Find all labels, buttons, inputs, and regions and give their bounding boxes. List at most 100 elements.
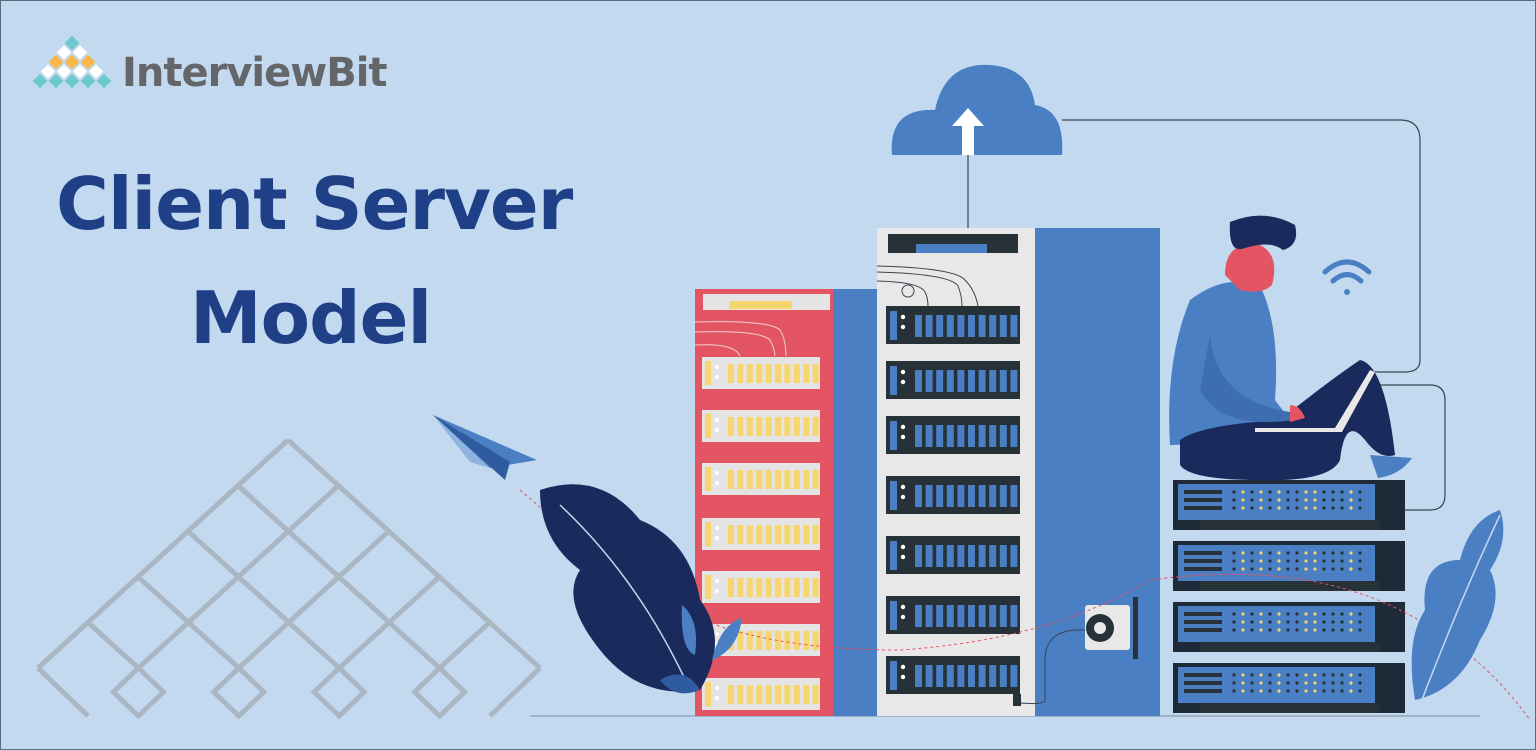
- unit-light: [705, 361, 711, 385]
- led: [1304, 551, 1308, 555]
- vent: [1184, 551, 1222, 555]
- led: [1295, 689, 1299, 693]
- stacked-server-unit: [1173, 480, 1405, 530]
- led: [1331, 612, 1335, 616]
- red-server-unit: [702, 571, 820, 603]
- led: [1295, 628, 1299, 632]
- drive-bay: [957, 315, 965, 337]
- vent: [1184, 628, 1222, 632]
- drive-bay: [812, 417, 819, 436]
- led: [1340, 612, 1344, 616]
- led: [1259, 620, 1263, 624]
- led: [1259, 567, 1263, 571]
- logo-diamond: [47, 72, 65, 90]
- unit-light: [890, 481, 897, 510]
- drive-bay: [746, 685, 753, 704]
- led: [1358, 567, 1362, 571]
- drive-bay: [999, 370, 1007, 392]
- drive-bay: [999, 315, 1007, 337]
- drive-bay: [728, 417, 734, 436]
- led: [1268, 628, 1272, 632]
- unit-light: [705, 575, 711, 599]
- drive-bay: [737, 470, 744, 489]
- drive-bay: [999, 545, 1007, 567]
- led: [1286, 628, 1290, 632]
- logo-diamond: [39, 62, 57, 81]
- drive-bay: [1010, 485, 1018, 507]
- drive-bay: [1010, 605, 1018, 627]
- led: [1250, 673, 1254, 677]
- drive-bay: [946, 665, 954, 687]
- white-server-unit: [886, 361, 1020, 399]
- led: [1349, 673, 1353, 677]
- led: [1331, 506, 1335, 510]
- led: [1313, 551, 1317, 555]
- drive-bay: [915, 545, 922, 567]
- drive-bay: [946, 545, 954, 567]
- drive-bay: [784, 417, 791, 436]
- led: [1349, 612, 1353, 616]
- unit-light: [890, 601, 897, 630]
- unit-shelf: [1200, 703, 1380, 713]
- led: [1340, 628, 1344, 632]
- led: [1340, 567, 1344, 571]
- led: [1313, 612, 1317, 616]
- led: [1313, 689, 1317, 693]
- drive-bay: [803, 685, 810, 704]
- led: [1259, 612, 1263, 616]
- led: [1268, 551, 1272, 555]
- led: [1277, 673, 1281, 677]
- led: [1259, 490, 1263, 494]
- led: [900, 604, 906, 610]
- led: [1313, 490, 1317, 494]
- led: [1250, 681, 1254, 685]
- led: [1232, 551, 1236, 555]
- led: [1232, 620, 1236, 624]
- unit-light: [705, 414, 711, 438]
- drive-bay: [803, 470, 810, 489]
- unit-shelf: [1200, 642, 1380, 652]
- drive-bay: [925, 315, 933, 337]
- drive-bay: [915, 370, 922, 392]
- drive-bay: [925, 485, 933, 507]
- led: [1277, 681, 1281, 685]
- grid-line: [36, 666, 542, 718]
- led: [1250, 628, 1254, 632]
- led: [1286, 559, 1290, 563]
- led: [1277, 490, 1281, 494]
- drive-bay: [957, 425, 965, 447]
- grid-cell: [210, 664, 268, 720]
- rack-header-light: [916, 244, 987, 253]
- drive-bay: [989, 665, 997, 687]
- drive-bay: [746, 631, 753, 650]
- drive-bay: [765, 631, 772, 650]
- drive-bay: [775, 578, 781, 597]
- drive-bay: [946, 605, 954, 627]
- led: [1295, 567, 1299, 571]
- led: [1232, 612, 1236, 616]
- led: [1340, 506, 1344, 510]
- led: [1295, 490, 1299, 494]
- white-server-unit: [886, 596, 1020, 634]
- led: [1241, 559, 1245, 563]
- drive-bay: [765, 525, 772, 544]
- led: [1268, 612, 1272, 616]
- led: [1241, 628, 1245, 632]
- unit-light: [890, 366, 897, 395]
- drive-bay: [775, 525, 781, 544]
- drive-bay: [812, 685, 819, 704]
- led: [1295, 620, 1299, 624]
- led: [1241, 506, 1245, 510]
- led: [715, 696, 719, 700]
- led: [1268, 673, 1272, 677]
- stacked-server-unit: [1173, 541, 1405, 591]
- led: [1322, 567, 1326, 571]
- led: [1358, 628, 1362, 632]
- grid-line: [337, 574, 441, 670]
- drive-bay: [978, 370, 986, 392]
- drive-bay: [728, 685, 734, 704]
- led: [1358, 551, 1362, 555]
- led: [1349, 551, 1353, 555]
- led: [1250, 559, 1254, 563]
- led: [1250, 490, 1254, 494]
